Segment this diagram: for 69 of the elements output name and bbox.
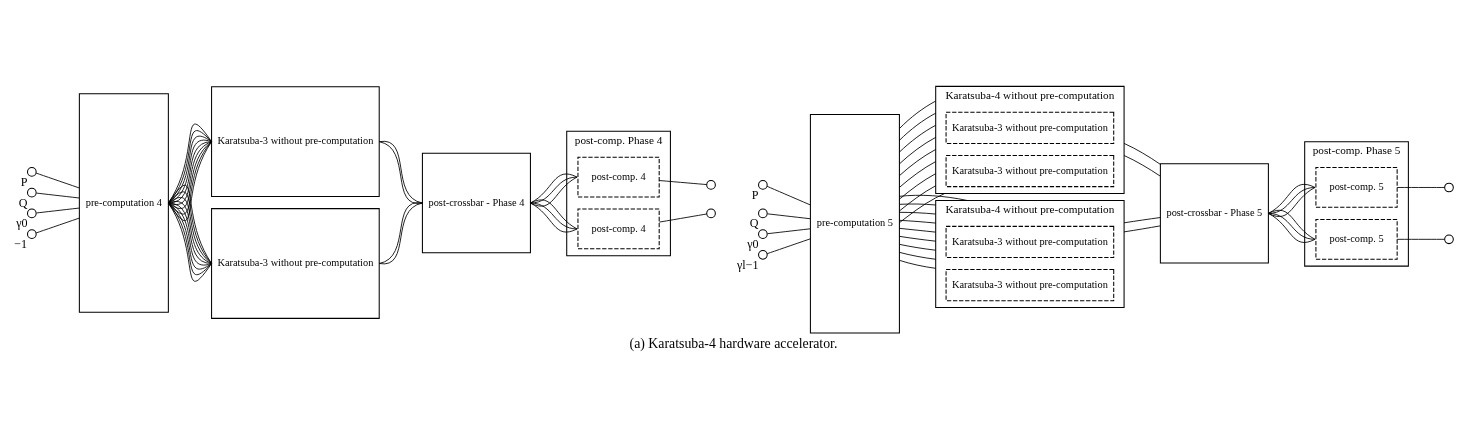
node-box: pre-computation 4 xyxy=(78,92,169,313)
node-label: γl−1 xyxy=(736,257,759,272)
connector xyxy=(35,172,80,188)
node-circle xyxy=(27,187,37,197)
connector xyxy=(658,179,708,185)
node-circle xyxy=(706,179,716,190)
node-circle xyxy=(1444,234,1454,244)
node-label: P xyxy=(751,187,759,202)
connector xyxy=(899,243,937,251)
caption: (a) Karatsuba-4 hardware accelerator. xyxy=(629,335,838,351)
node-circle xyxy=(758,228,768,239)
node-label: P xyxy=(20,174,28,189)
node-box: post-comp. 4 xyxy=(577,156,660,197)
connector xyxy=(767,212,811,219)
node-circle xyxy=(706,208,716,218)
connector xyxy=(899,112,937,141)
node-circle xyxy=(27,166,37,177)
node-box: Karatsuba-3 without pre-computation xyxy=(945,225,1115,258)
connector xyxy=(36,192,80,198)
connector xyxy=(1396,238,1446,240)
connector xyxy=(899,148,937,176)
connector xyxy=(899,211,937,214)
connector xyxy=(1123,142,1161,165)
node-box: post-comp. 5 xyxy=(1315,166,1398,208)
node-box: post-comp. 4 xyxy=(577,208,660,249)
node-box: Karatsuba-3 without pre-computation xyxy=(211,85,380,197)
connector xyxy=(899,160,937,188)
connector xyxy=(1123,154,1161,177)
node-box: Karatsuba-3 without pre-computation xyxy=(945,154,1115,187)
node-circle xyxy=(27,208,37,218)
connector xyxy=(1123,216,1161,223)
node-circle xyxy=(758,208,768,218)
connector xyxy=(899,184,937,211)
connector xyxy=(767,227,811,234)
connector xyxy=(899,259,937,269)
connector xyxy=(899,124,937,152)
node-box: post-crossbar - Phase 4 xyxy=(421,152,531,253)
connector xyxy=(899,235,937,242)
node-circle xyxy=(1444,182,1454,192)
connector xyxy=(899,219,937,223)
node-circle xyxy=(758,179,768,190)
node-label: γ0 xyxy=(747,236,759,251)
node-label: Q xyxy=(18,195,28,210)
node-box: pre-computation 5 xyxy=(809,113,900,334)
connector xyxy=(1123,224,1161,232)
node-label: Q xyxy=(749,215,759,230)
node-box: Karatsuba-3 without pre-computation xyxy=(211,207,380,319)
connector xyxy=(899,100,937,129)
connector xyxy=(35,217,80,233)
connector xyxy=(766,237,811,254)
node-box: Karatsuba-3 without pre-computation xyxy=(945,268,1115,301)
connector xyxy=(766,185,811,205)
node-circle xyxy=(758,249,768,260)
connector xyxy=(899,136,937,164)
connector xyxy=(899,203,937,205)
connector xyxy=(899,192,946,223)
node-label: γ0 xyxy=(16,215,28,230)
connector xyxy=(658,213,708,223)
connector xyxy=(1396,186,1446,188)
node-box: post-comp. 5 xyxy=(1315,218,1398,260)
node-label: −1 xyxy=(14,236,28,251)
node-circle xyxy=(27,228,37,239)
connector xyxy=(36,207,80,213)
node-box: Karatsuba-3 without pre-computation xyxy=(945,111,1115,144)
connector xyxy=(899,251,937,260)
connector xyxy=(899,194,968,201)
connector xyxy=(899,227,937,233)
node-box: post-crossbar - Phase 5 xyxy=(1159,162,1269,264)
connector xyxy=(899,172,937,200)
